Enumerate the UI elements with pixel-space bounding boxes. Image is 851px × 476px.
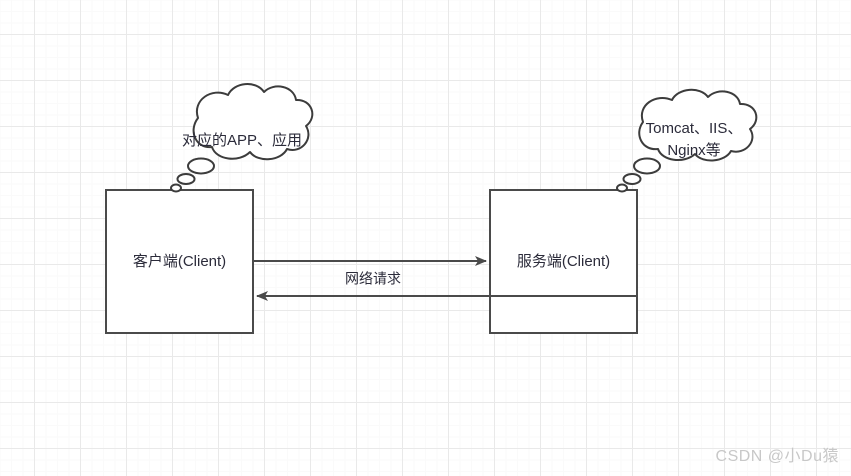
client-box[interactable] <box>105 189 254 334</box>
server-bubble-medium <box>622 173 642 185</box>
node-client[interactable]: 客户端(Client) <box>105 189 254 334</box>
client-bubble-large <box>187 157 215 175</box>
server-cloud-label-line-1: Tomcat、IIS、 <box>646 120 743 137</box>
thought-cloud-client[interactable]: 对应的APP、应用 <box>170 83 314 193</box>
node-server[interactable]: 服务端(Client) <box>489 189 638 334</box>
server-cloud-shape[interactable] <box>638 88 758 162</box>
edge-network-request[interactable]: 网络请求 <box>253 256 487 287</box>
request-arrow-label: 网络请求 <box>345 271 401 287</box>
client-cloud-label-line-1: 对应的APP、应用 <box>182 131 302 149</box>
client-cloud-shape[interactable] <box>192 83 314 161</box>
csdn-watermark: CSDN @小Du猿 <box>715 448 839 465</box>
server-box-label: 服务端(Client) <box>517 253 610 270</box>
server-box[interactable] <box>489 189 638 334</box>
client-box-label: 客户端(Client) <box>133 253 226 270</box>
server-bubble-large <box>633 157 661 175</box>
server-cloud-label-line-2: Nginx等 <box>667 141 720 159</box>
thought-cloud-server[interactable]: Tomcat、IIS、 Nginx等 <box>616 88 758 193</box>
client-bubble-medium <box>176 173 196 185</box>
client-bubble-small <box>170 183 182 193</box>
server-bubble-small <box>616 183 628 193</box>
